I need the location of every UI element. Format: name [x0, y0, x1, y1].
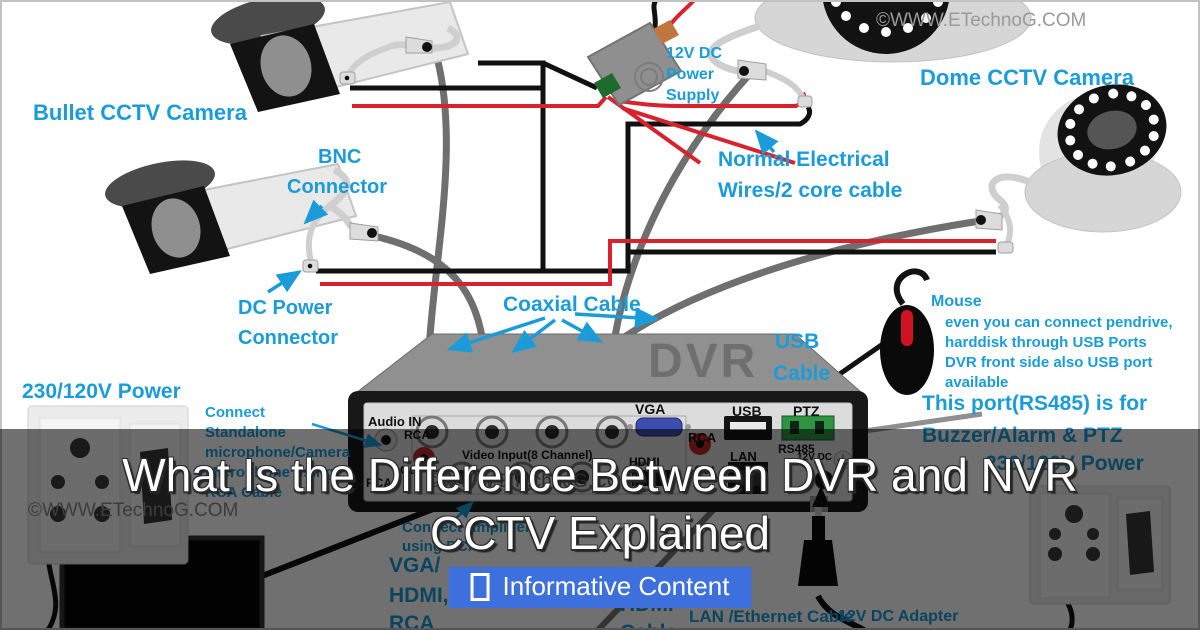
dome-camera-2 — [975, 84, 1182, 254]
label-usb-cable-line1: USB — [775, 330, 820, 353]
dvr-name-text: DVR — [648, 335, 759, 388]
label-usb-note-line3: DVR front side also USB port — [945, 354, 1153, 371]
label-dc-connector-line2: Connector — [238, 327, 338, 349]
bullet-camera-2 — [105, 160, 379, 274]
label-bnc-line2: Connector — [287, 176, 387, 198]
label-mouse: Mouse — [931, 293, 982, 310]
label-bullet-camera: Bullet CCTV Camera — [33, 100, 247, 125]
label-usb-cable-line2: Cable — [773, 362, 831, 385]
annotation-arrows — [267, 129, 779, 525]
bullet-camera-1 — [211, 0, 470, 112]
informative-content-badge: Informative Content — [448, 567, 752, 608]
label-bnc-line1: BNC — [318, 146, 362, 168]
label-normal-wires-line2: Wires/2 core cable — [718, 179, 903, 202]
badge-label: Informative Content — [502, 571, 730, 601]
dvr-label-usb: USB — [732, 403, 762, 419]
label-usb-note-line1: even you can connect pendrive, — [945, 314, 1173, 331]
label-dome-camera: Dome CCTV Camera — [920, 65, 1134, 90]
label-mic-note-line1: Connect — [205, 404, 265, 421]
page-title-line2: CCTV Explained — [429, 507, 771, 559]
dvr-label-vga: VGA — [635, 401, 666, 417]
dvr-label-audio-in: Audio IN — [368, 414, 422, 429]
dome-camera-1 — [707, 0, 1032, 108]
label-psu-line1: 12V DC — [666, 45, 723, 62]
watermark-top-right: ©WWW.ETechnoG.COM — [876, 10, 1087, 31]
label-usb-note-line4: available — [945, 374, 1009, 391]
label-psu-line2: Power — [666, 66, 715, 83]
label-psu-line3: Supply — [666, 87, 720, 104]
power-supply-unit — [586, 20, 683, 107]
label-usb-note-line2: harddisk through USB Ports — [945, 334, 1147, 351]
label-coaxial-cable: Coaxial Cable — [503, 293, 641, 316]
page-title-line1: What Is the Difference Between DVR and N… — [122, 449, 1078, 501]
label-power-left: 230/120V Power — [22, 380, 181, 403]
label-normal-wires-line1: Normal Electrical — [718, 148, 890, 171]
label-rs485-note-line1: This port(RS485) is for — [922, 392, 1148, 415]
label-dc-connector-line1: DC Power — [238, 297, 333, 319]
badge-placeholder-icon — [470, 572, 490, 601]
dvr-label-ptz: PTZ — [793, 403, 820, 419]
